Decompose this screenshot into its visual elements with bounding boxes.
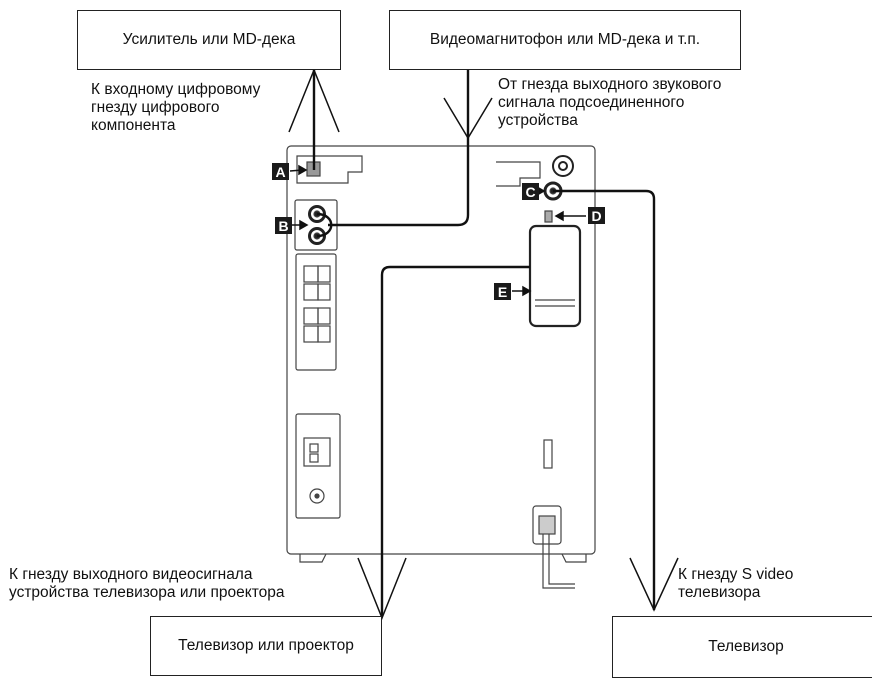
unit-foot-left bbox=[299, 553, 327, 563]
tv-box: Телевизор bbox=[612, 616, 872, 678]
switch-d bbox=[544, 210, 553, 223]
vcr-box: Видеомагнитофон или MD-дека и т.п. bbox=[389, 10, 741, 70]
module-e bbox=[528, 224, 582, 328]
tag-e: E bbox=[494, 283, 511, 300]
tag-d: D bbox=[588, 207, 605, 224]
arrow-tv-projector bbox=[357, 557, 407, 621]
note-digital-input: К входному цифровому гнезду цифрового ко… bbox=[91, 81, 261, 134]
unit-rear-panel bbox=[286, 145, 596, 555]
cable-e bbox=[380, 265, 530, 616]
cable-c bbox=[553, 189, 656, 610]
unit-foot-right bbox=[561, 553, 587, 563]
arrow-tv bbox=[629, 557, 679, 612]
tag-b: B bbox=[275, 217, 292, 234]
amplifier-box: Усилитель или MD-дека bbox=[77, 10, 341, 70]
arrow-vcr bbox=[443, 97, 493, 140]
cable-b-out bbox=[328, 68, 470, 227]
note-s-video: К гнезду S video телевизора bbox=[678, 566, 794, 601]
tv-projector-box: Телевизор или проектор bbox=[150, 616, 382, 676]
tag-c: C bbox=[522, 183, 539, 200]
note-video-output: К гнезду выходного видеосигнала устройст… bbox=[9, 566, 285, 601]
note-audio-output: От гнезда выходного звукового сигнала по… bbox=[498, 76, 722, 129]
arrow-amplifier bbox=[288, 67, 340, 133]
antenna-block bbox=[295, 413, 341, 519]
speaker-terminals bbox=[295, 253, 337, 371]
tag-a: A bbox=[272, 163, 289, 180]
